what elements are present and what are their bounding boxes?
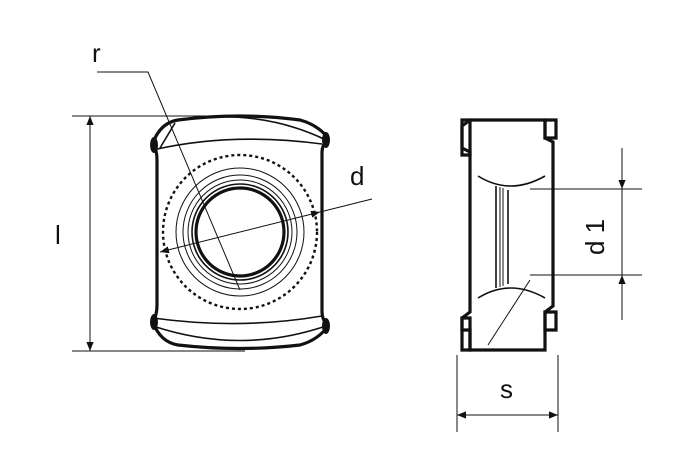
- top-bevel-curve: [177, 115, 327, 141]
- d-dimension-line: [159, 210, 321, 254]
- lug-top-right: [322, 132, 330, 148]
- lug-bottom-right: [322, 318, 330, 334]
- top-bevel-line: [159, 122, 176, 149]
- section-leader-line: [487, 279, 531, 346]
- top-face-line: [152, 138, 323, 151]
- top-flange: [460, 118, 558, 157]
- bottom-face-line: [152, 315, 323, 325]
- bore-profile-bottom: [477, 287, 546, 299]
- bottom-flange: [460, 310, 558, 352]
- l-label: l: [55, 220, 61, 250]
- r-label: r: [92, 38, 101, 68]
- r-leader-line: [97, 71, 241, 291]
- d1-label: d 1: [580, 219, 610, 255]
- lug-top-left: [150, 137, 158, 153]
- d-label: d: [350, 161, 364, 191]
- front-view: r d l: [55, 38, 373, 352]
- lug-bottom-left: [150, 314, 158, 330]
- side-view: d 1 s: [456, 118, 642, 432]
- s-label: s: [500, 374, 513, 404]
- bottom-bevel-curve: [152, 325, 327, 342]
- d-extension-line: [319, 198, 373, 213]
- bore-profile-top: [477, 175, 546, 187]
